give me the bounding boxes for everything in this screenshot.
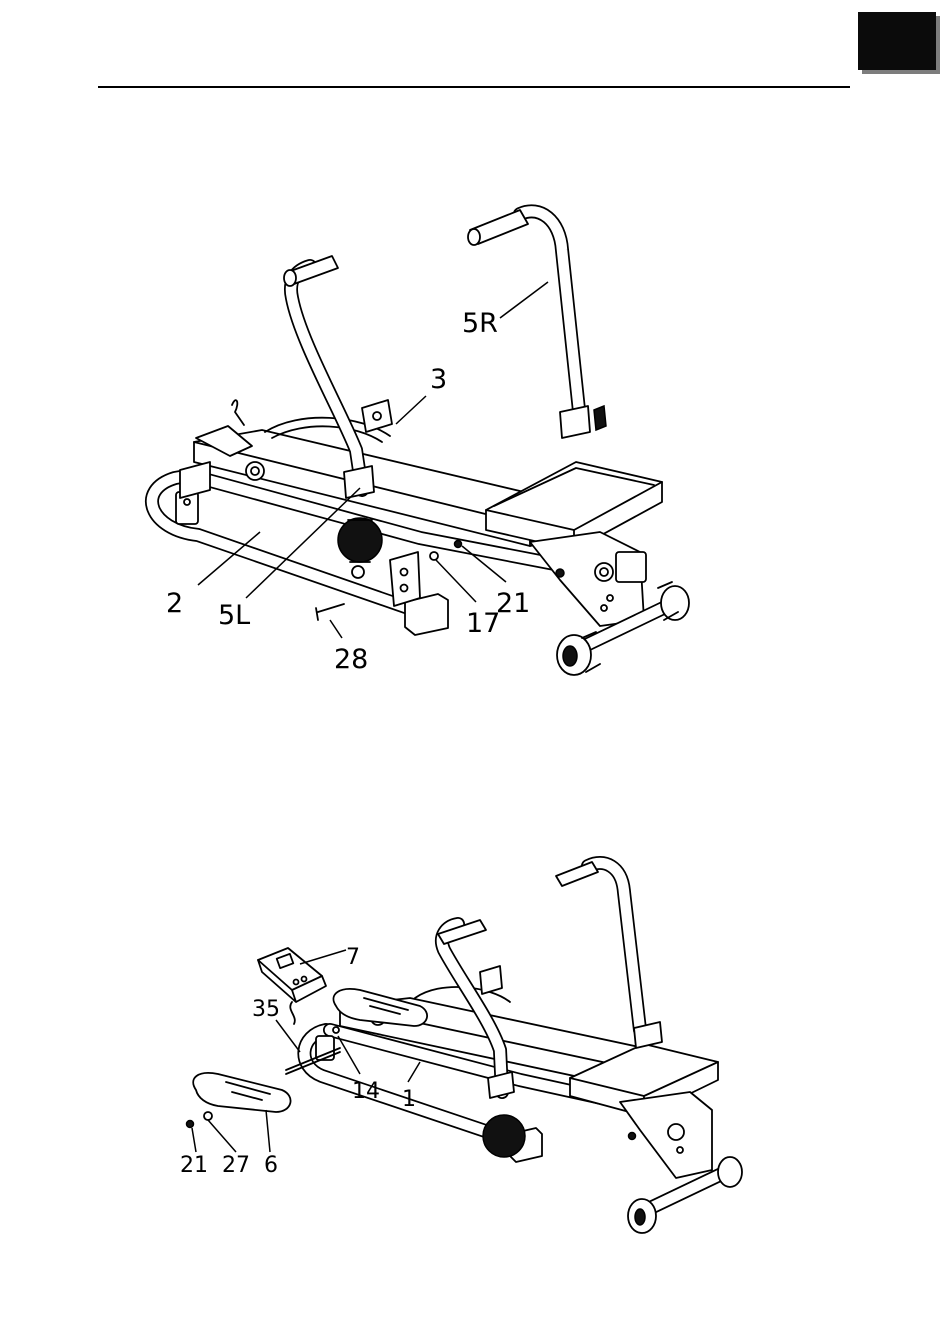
part-label-27: 27 <box>222 1153 250 1178</box>
part-label-35: 35 <box>252 997 280 1022</box>
part-label-2: 2 <box>166 588 183 619</box>
part-label-1: 1 <box>402 1087 416 1112</box>
part-label-5L: 5L <box>218 600 250 631</box>
assembly-figure-top: 5R 3 2 5L 21 17 28 <box>0 180 950 700</box>
part-label-5R: 5R <box>462 308 498 339</box>
part-label-6: 6 <box>264 1153 278 1178</box>
part-label-14: 14 <box>352 1079 380 1104</box>
assembly-figure-bottom: 7 35 14 1 21 27 6 <box>0 830 950 1260</box>
part-label-21-bottom: 21 <box>180 1153 208 1178</box>
part-label-7: 7 <box>346 945 360 970</box>
part-label-3: 3 <box>430 364 447 395</box>
page-tab-marker <box>858 12 936 70</box>
header-rule <box>98 86 850 88</box>
part-label-21-top: 21 <box>496 588 530 619</box>
part-label-28: 28 <box>334 644 368 675</box>
part-label-17: 17 <box>466 608 500 639</box>
